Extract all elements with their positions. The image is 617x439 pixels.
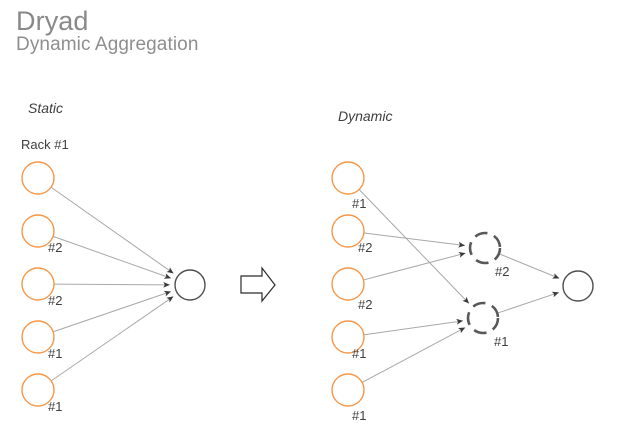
leaf-node-s5[interactable] xyxy=(21,373,55,407)
leaf-label-d2: #2 xyxy=(358,240,373,255)
edges-layer xyxy=(51,187,560,383)
leaf-node-d1[interactable] xyxy=(331,161,365,195)
leaf-node-s1[interactable] xyxy=(21,161,55,195)
leaf-label-d3: #2 xyxy=(358,297,373,312)
edge-dAggBottom-to-dFinal xyxy=(497,291,559,314)
edge-d1-to-dAggBottom xyxy=(359,189,470,304)
edge-s4-to-sAgg xyxy=(53,290,171,333)
leaf-node-d5[interactable] xyxy=(331,373,365,407)
leaf-label-d1: #1 xyxy=(352,196,367,211)
nodes-layer xyxy=(21,161,594,407)
page-subtitle: Dynamic Aggregation xyxy=(16,34,199,55)
edge-d5-to-dAggBottom xyxy=(362,327,466,383)
leaf-label-s2: #2 xyxy=(48,240,63,255)
aggregator-node-sAgg[interactable] xyxy=(174,269,206,301)
leaf-label-s1: Rack #1 xyxy=(21,137,69,152)
edge-s5-to-sAgg xyxy=(51,296,174,382)
block-arrow-right-icon xyxy=(240,266,276,303)
leaf-node-d3[interactable] xyxy=(331,267,365,301)
leaf-node-s4[interactable] xyxy=(21,320,55,354)
leaf-label-s5: #1 xyxy=(48,399,63,414)
edge-s3-to-sAgg xyxy=(54,281,170,288)
leaf-node-s3[interactable] xyxy=(21,267,55,301)
leaf-label-d5: #1 xyxy=(352,408,367,423)
page-title: Dryad xyxy=(16,6,89,36)
aggregator-node-dFinal[interactable] xyxy=(562,270,594,302)
aggregator-label-dAggTop: #2 xyxy=(495,264,510,279)
edge-dAggTop-to-dFinal xyxy=(499,253,560,279)
edge-s1-to-sAgg xyxy=(51,187,174,274)
leaf-label-s4: #1 xyxy=(48,346,63,361)
aggregator-node-dAggBottom[interactable] xyxy=(466,301,500,335)
leaf-label-d4: #1 xyxy=(352,346,367,361)
aggregator-node-dAggTop[interactable] xyxy=(468,231,502,265)
edge-d2-to-dAggTop xyxy=(364,232,466,248)
leaf-node-s2[interactable] xyxy=(21,214,55,248)
leaf-label-s3: #2 xyxy=(48,293,63,308)
edge-s2-to-sAgg xyxy=(53,236,172,279)
panel-label-static: Static xyxy=(28,100,64,116)
panel-label-dynamic: Dynamic xyxy=(338,108,393,124)
edge-d4-to-dAggBottom xyxy=(364,318,464,336)
leaf-node-d4[interactable] xyxy=(331,320,365,354)
leaf-node-d2[interactable] xyxy=(331,214,365,248)
edge-d3-to-dAggTop xyxy=(363,251,466,281)
aggregator-label-dAggBottom: #1 xyxy=(494,334,509,349)
